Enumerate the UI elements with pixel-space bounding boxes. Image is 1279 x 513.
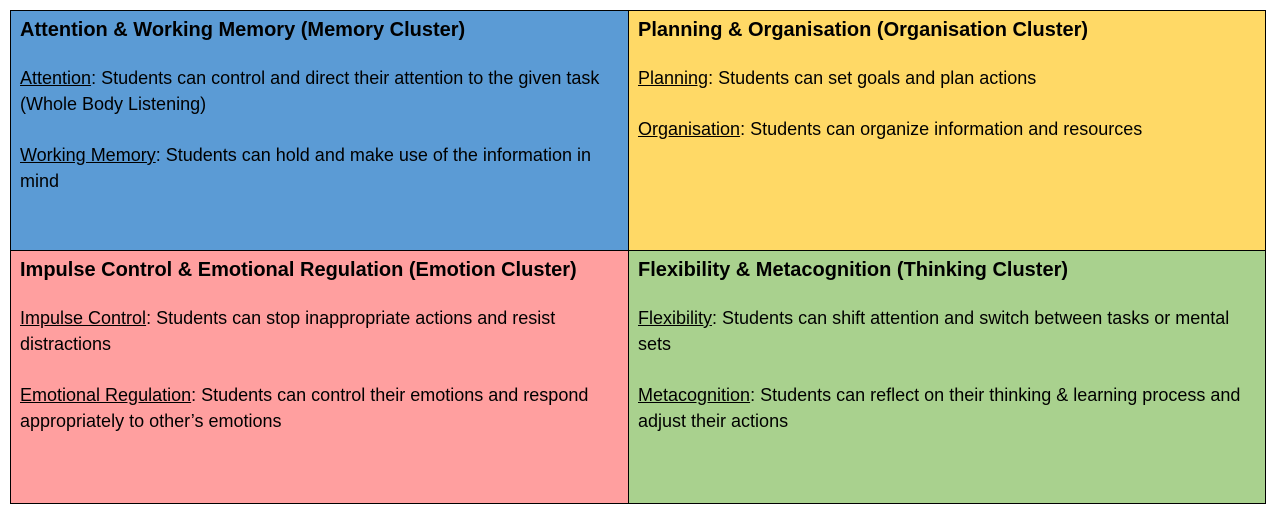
organisation-cluster-cell: Planning & Organisation (Organisation Cl…: [629, 11, 1265, 251]
emotional-regulation-term: Emotional Regulation: [20, 385, 192, 405]
metacognition-term: Metacognition: [638, 385, 751, 405]
memory-cluster-title: Attention & Working Memory (Memory Clust…: [20, 19, 466, 41]
memory-cluster-cell: Attention & Working Memory (Memory Clust…: [11, 11, 629, 251]
metacognition-description: : Students can reflect on their thinking…: [638, 385, 1241, 431]
working-memory-description: : Students can hold and make use of the …: [20, 145, 591, 191]
working-memory-item: Working Memory: Students can hold and ma…: [20, 142, 619, 194]
attention-item: Attention: Students can control and dire…: [20, 65, 619, 117]
planning-term: Planning: [638, 68, 709, 88]
emotional-regulation-item: Emotional Regulation: Students can contr…: [20, 382, 619, 434]
impulse-control-description: : Students can stop inappropriate action…: [20, 308, 556, 354]
organisation-item: Organisation: Students can organize info…: [638, 116, 1256, 142]
flexibility-description: : Students can shift attention and switc…: [638, 308, 1230, 354]
emotional-regulation-description: : Students can control their emotions an…: [20, 385, 589, 431]
emotion-cluster-title: Impulse Control & Emotional Regulation (…: [20, 259, 577, 281]
thinking-cluster-cell: Flexibility & Metacognition (Thinking Cl…: [629, 251, 1265, 503]
attention-term: Attention: [20, 68, 92, 88]
impulse-control-term: Impulse Control: [20, 308, 147, 328]
organisation-cluster-title: Planning & Organisation (Organisation Cl…: [638, 19, 1089, 41]
organisation-description: : Students can organize information and …: [740, 119, 1143, 139]
flexibility-term: Flexibility: [638, 308, 713, 328]
flexibility-item: Flexibility: Students can shift attentio…: [638, 305, 1256, 357]
emotion-cluster-cell: Impulse Control & Emotional Regulation (…: [11, 251, 629, 503]
organisation-term: Organisation: [638, 119, 741, 139]
working-memory-term: Working Memory: [20, 145, 156, 165]
thinking-cluster-title: Flexibility & Metacognition (Thinking Cl…: [638, 259, 1069, 281]
metacognition-item: Metacognition: Students can reflect on t…: [638, 382, 1256, 434]
planning-item: Planning: Students can set goals and pla…: [638, 65, 1256, 91]
executive-function-grid: Attention & Working Memory (Memory Clust…: [10, 10, 1266, 504]
impulse-control-item: Impulse Control: Students can stop inapp…: [20, 305, 619, 357]
attention-description: : Students can control and direct their …: [20, 68, 600, 114]
planning-description: : Students can set goals and plan action…: [708, 68, 1037, 88]
